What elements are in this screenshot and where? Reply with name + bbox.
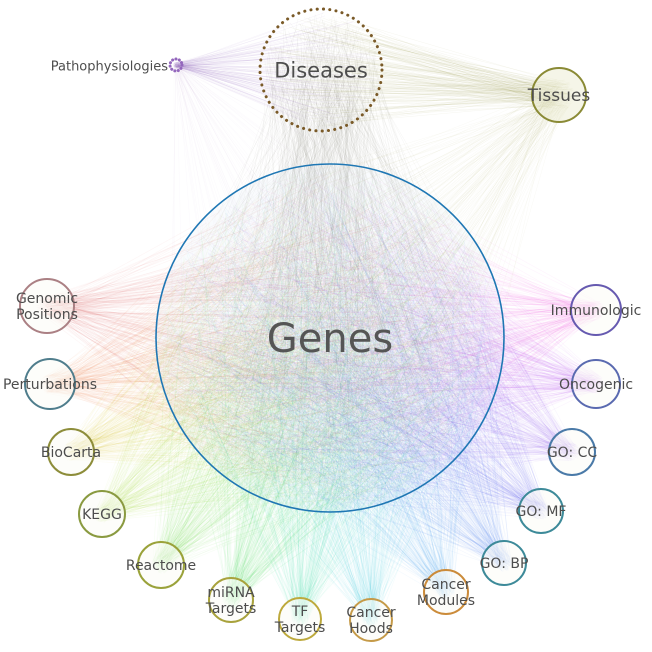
label-reactome: Reactome — [126, 558, 196, 574]
node-cancer-modules[interactable] — [423, 569, 469, 615]
label-tissues: Tissues — [527, 86, 591, 106]
edge-bundle-oncogenic-to-genes — [174, 172, 606, 497]
label-perturbations: Perturbations — [3, 377, 97, 393]
node-pathophysiologies[interactable] — [168, 57, 184, 73]
edge-bundle-mirna-targets-to-genes — [165, 172, 497, 609]
node-cancer-hoods[interactable] — [349, 598, 393, 642]
label-biocarta: BioCarta — [41, 445, 101, 461]
edge-bundle-pathophysiologies-to-genes — [170, 61, 467, 490]
label-pathophysiologies: Pathophysiologies — [51, 60, 168, 75]
label-immunologic: Immunologic — [551, 303, 642, 319]
edge-bundle-perturbations-to-genes — [40, 172, 497, 506]
node-reactome[interactable] — [137, 541, 185, 589]
node-oncogenic[interactable] — [571, 359, 621, 409]
node-kegg[interactable] — [78, 490, 126, 538]
edge-bundle-diseases-to-genes — [166, 12, 493, 503]
node-genomic-positions[interactable] — [19, 278, 75, 334]
label-oncogenic: Oncogenic — [559, 377, 633, 393]
edge-bundles — [36, 12, 606, 629]
edge-bundle-cancer-hoods-to-genes — [163, 177, 490, 629]
edge-bundle-genomic-positions-to-genes — [36, 170, 497, 503]
node-go-cc[interactable] — [548, 428, 596, 476]
label-diseases: Diseases — [274, 58, 368, 82]
label-go-bp: GO: BP — [480, 556, 529, 572]
node-go-bp[interactable] — [481, 540, 527, 586]
edge-bundle-reactome-to-genes — [151, 172, 498, 574]
edge-bundle-biocarta-to-genes — [62, 170, 492, 494]
node-labels: Genes Diseases PathophysiologiesTissuesGen… — [3, 58, 641, 637]
edge-bundle-tissues-to-genes — [166, 79, 576, 504]
node-tf-targets[interactable] — [278, 597, 322, 641]
edge-bundle-cancer-modules-to-genes — [164, 180, 489, 601]
edge-bundle-pathophysiologies-to-diseases — [172, 12, 379, 125]
node-diseases[interactable] — [258, 7, 384, 133]
node-mirna-targets[interactable] — [208, 577, 254, 623]
edge-bundle-tissues-to-diseases — [262, 15, 576, 127]
label-kegg: KEGG — [82, 507, 122, 523]
edge-bundle-go-mf-to-genes — [161, 183, 550, 520]
node-immunologic[interactable] — [570, 284, 622, 336]
node-genes[interactable] — [155, 163, 505, 513]
label-go-cc: GO: CC — [547, 445, 598, 461]
edge-bundle-tf-targets-to-genes — [162, 178, 489, 628]
label-go-mf: GO: MF — [516, 504, 567, 520]
node-biocarta[interactable] — [47, 428, 95, 476]
node-go-mf[interactable] — [518, 488, 564, 534]
node-tissues[interactable] — [531, 67, 587, 123]
edge-bundle-go-cc-to-genes — [173, 179, 581, 507]
node-perturbations[interactable] — [24, 358, 76, 410]
edge-bundle-kegg-to-genes — [92, 174, 498, 523]
label-genes: Genes — [267, 316, 393, 362]
